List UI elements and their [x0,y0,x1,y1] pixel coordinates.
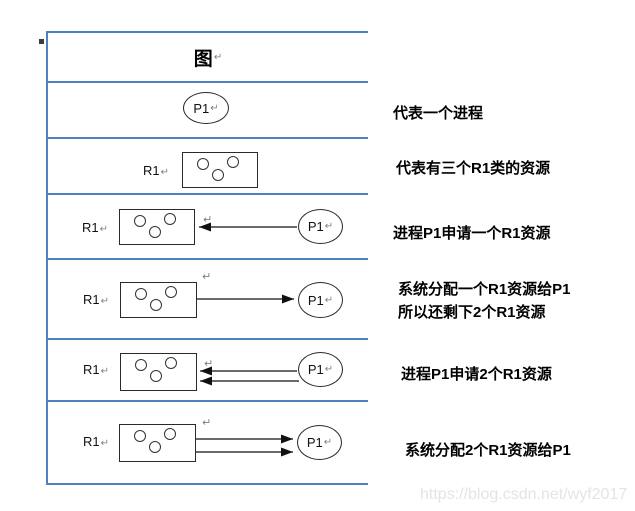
process-node-label: P1 [193,100,210,116]
resource-label: R1↵ [83,362,110,377]
caption-alloc-one-line1: 系统分配一个R1资源给P1 [398,281,571,298]
caption-alloc-two: 系统分配2个R1资源给P1 [405,442,571,459]
resource-node [119,209,195,245]
resource-label: R1↵ [83,434,110,449]
resource-node [182,152,258,188]
process-node-label: P1 [307,219,324,234]
return-mark-icon: ↵ [324,294,334,306]
resource-unit-dot [150,299,162,311]
return-mark-icon: ↵ [99,224,109,235]
table-anchor-marker [39,39,44,44]
return-mark-icon: ↵ [203,214,213,226]
table-row-alloc-two [48,402,368,485]
return-mark-icon: ↵ [210,102,219,114]
resource-unit-dot [165,286,177,298]
caption-alloc-one-line2: 所以还剩下2个R1资源 [398,304,546,321]
caption-process: 代表一个进程 [393,105,484,122]
resource-unit-dot [149,226,161,238]
process-node: P1↵ [298,209,343,244]
process-node: P1↵ [298,352,343,387]
caption-request-one: 进程P1申请一个R1资源 [393,225,551,242]
return-mark-icon: ↵ [323,437,333,448]
resource-unit-dot [150,370,162,382]
resource-unit-dot [165,357,177,369]
table-header-row: 图↵ [48,33,368,83]
return-mark-icon: ↵ [100,296,110,307]
return-mark-icon: ↵ [160,167,170,178]
table-header-title: 图 [193,48,213,70]
process-node-label: P1 [306,435,323,450]
table-row-request-one [48,195,368,260]
table-row-request-two [48,340,368,402]
resource-unit-dot [134,215,146,227]
table-row-alloc-one [48,260,368,340]
return-mark-icon: ↵ [213,51,223,63]
resource-node [120,353,197,391]
return-mark-icon: ↵ [100,438,110,449]
table-row-resource [48,139,368,195]
resource-unit-dot [134,430,146,442]
process-node: P1↵ [183,92,229,124]
return-mark-icon: ↵ [202,417,212,429]
caption-request-two: 进程P1申请2个R1资源 [401,366,552,383]
resource-label: R1↵ [82,220,109,235]
resource-unit-dot [164,428,176,440]
resource-unit-dot [135,359,147,371]
return-mark-icon: ↵ [324,221,334,232]
notation-table: 图↵ [46,31,368,485]
return-mark-icon: ↵ [204,358,214,370]
resource-unit-dot [227,156,239,168]
return-mark-icon: ↵ [100,366,110,377]
process-node-label: P1 [307,362,324,377]
resource-label: R1↵ [143,163,170,178]
resource-node [119,424,196,462]
caption-resource: 代表有三个R1类的资源 [396,160,551,177]
resource-unit-dot [135,288,147,300]
process-node-label: P1 [307,292,324,308]
resource-unit-dot [197,158,209,170]
process-node: P1↵ [297,425,342,460]
table-row-process [48,83,368,139]
resource-node [120,282,197,318]
process-node: P1↵ [298,282,343,318]
resource-unit-dot [149,441,161,453]
return-mark-icon: ↵ [202,271,212,283]
resource-unit-dot [212,169,224,181]
watermark: https://blog.csdn.net/wyf2017 [420,486,628,503]
resource-unit-dot [164,213,176,225]
resource-label: R1↵ [83,292,110,307]
return-mark-icon: ↵ [324,364,334,375]
